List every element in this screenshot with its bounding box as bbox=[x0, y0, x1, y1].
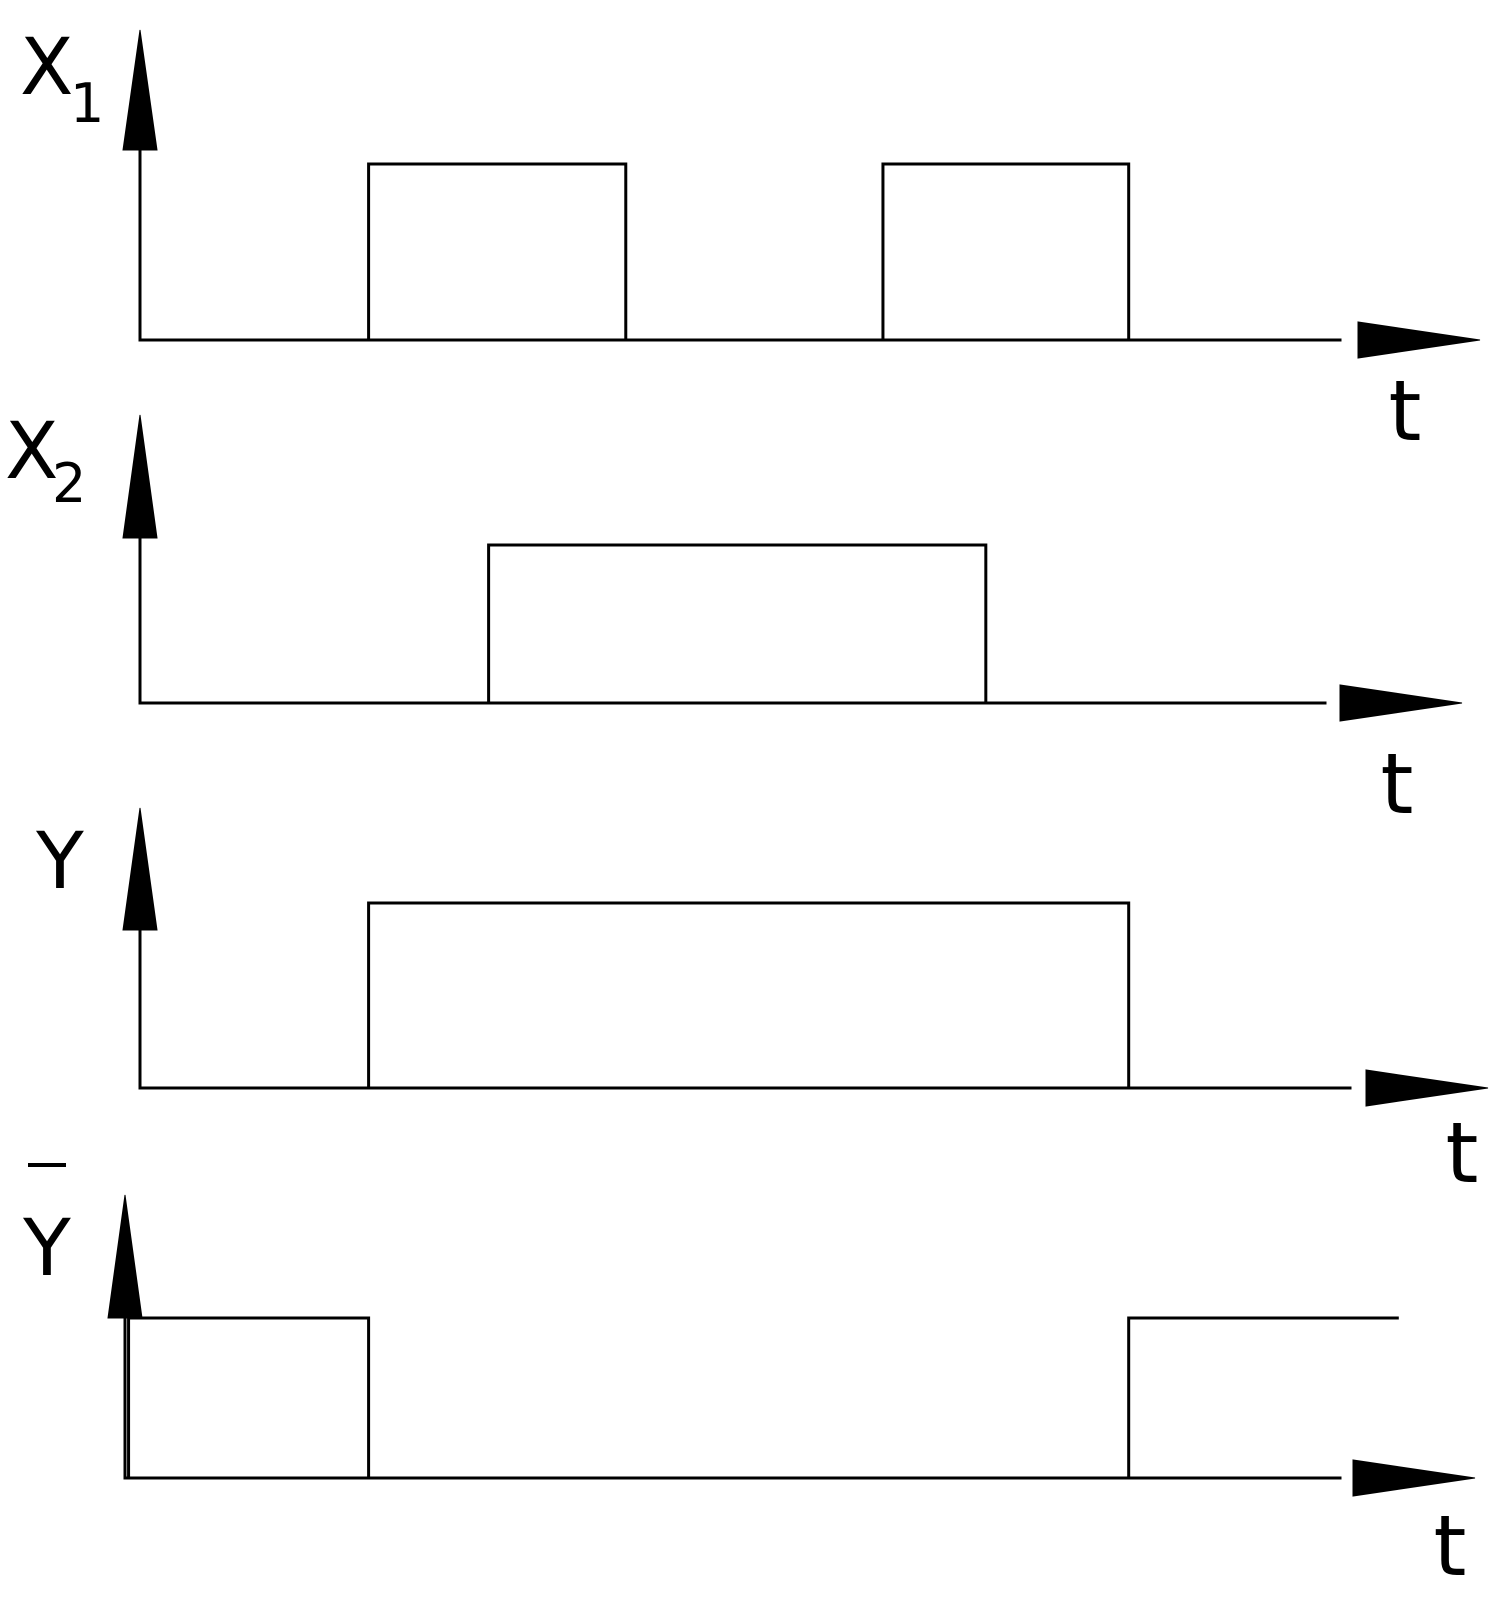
y-bar-y-axis-arrow-icon bbox=[107, 1194, 143, 1319]
y-time-label: t bbox=[1446, 1104, 1479, 1202]
signal-panel-y-bar: Y t bbox=[22, 1163, 1476, 1595]
y-bar-signal-label: Y bbox=[22, 1204, 71, 1294]
x1-signal-label: X bbox=[20, 23, 73, 113]
y-bar-waveform bbox=[127, 1316, 1399, 1480]
x2-waveform bbox=[138, 543, 988, 705]
y-signal-label: Y bbox=[35, 817, 84, 907]
x2-y-axis-arrow-icon bbox=[122, 414, 158, 539]
x2-time-label: t bbox=[1381, 735, 1414, 833]
x1-time-axis-arrow-icon bbox=[1357, 321, 1481, 359]
y-bar-time-axis-arrow-icon bbox=[1352, 1459, 1476, 1497]
x1-y-axis-arrow-icon bbox=[122, 29, 158, 151]
signal-panel-x1: X 1 t bbox=[20, 23, 1481, 460]
signal-panel-y: Y t bbox=[35, 807, 1489, 1202]
y-waveform bbox=[138, 901, 1131, 1090]
x2-signal-subscript: 2 bbox=[52, 452, 86, 515]
signal-panel-x2: X 2 t bbox=[5, 407, 1463, 833]
x1-waveform bbox=[138, 162, 1131, 342]
x1-time-label: t bbox=[1389, 362, 1422, 460]
x2-signal-label: X bbox=[5, 407, 58, 497]
y-y-axis-arrow-icon bbox=[122, 807, 158, 931]
y-bar-time-label: t bbox=[1434, 1497, 1467, 1595]
y-time-axis-arrow-icon bbox=[1365, 1069, 1489, 1107]
x2-time-axis-arrow-icon bbox=[1339, 684, 1463, 722]
x1-signal-subscript: 1 bbox=[70, 72, 104, 135]
